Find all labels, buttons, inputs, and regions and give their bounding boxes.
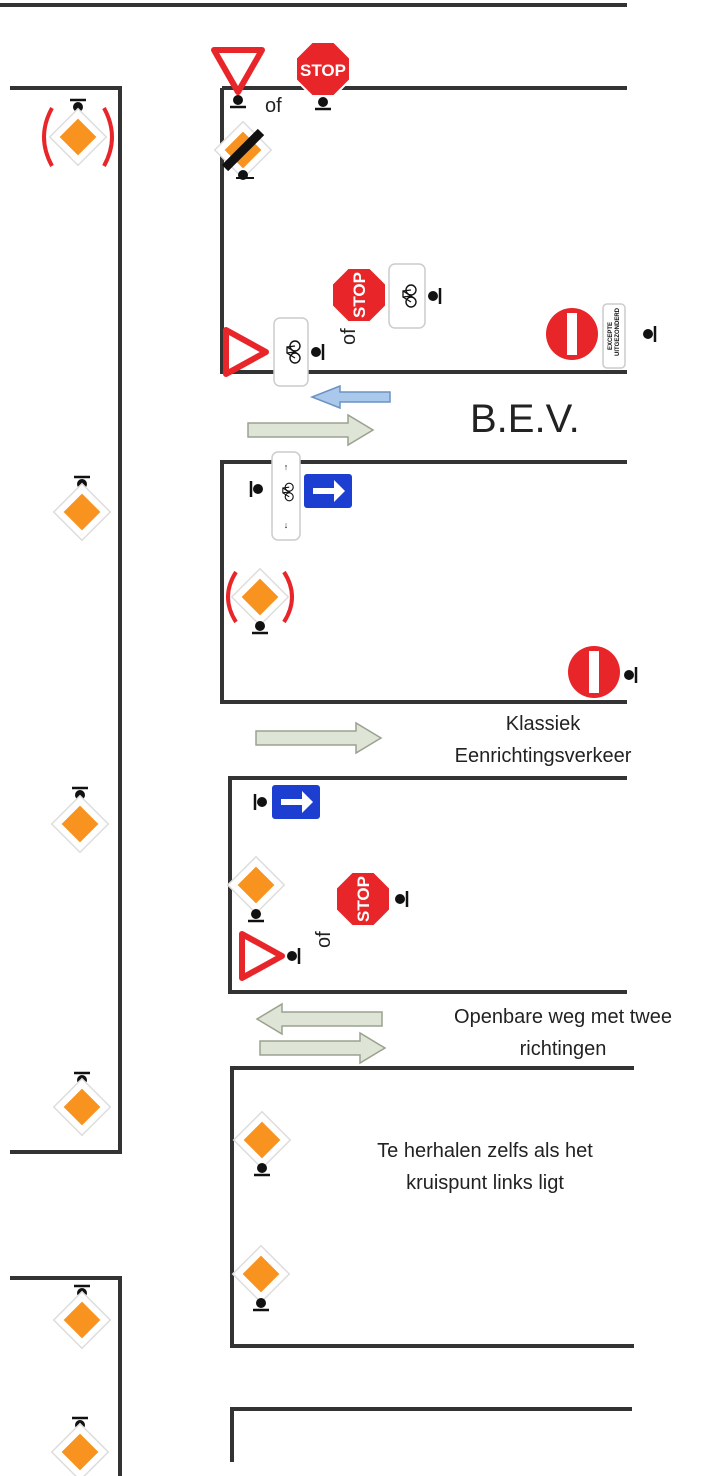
priority-road-sign-two-way-2	[231, 1244, 291, 1312]
no-entry-sign-classic	[568, 646, 638, 698]
stop-sign-bev-text: STOP	[350, 272, 369, 318]
bicycle-subplate-one-way: ↑ ↓	[249, 451, 301, 541]
svg-text:↑: ↑	[284, 462, 289, 472]
stop-sign-top-text: STOP	[300, 61, 346, 80]
classic-label-line2: Eenrichtingsverkeer	[455, 745, 632, 767]
or-label-top: of	[265, 95, 282, 117]
flow-arrow-two-way-left	[256, 1003, 383, 1035]
one-way-sign-classic	[253, 783, 322, 821]
priority-road-sign-left-5	[50, 1416, 110, 1476]
two-way-label-line1: Openbare weg met twee	[454, 1006, 672, 1028]
give-way-sign-classic	[239, 931, 301, 981]
svg-text:↓: ↓	[284, 520, 289, 530]
stop-sign-bev: STOP	[331, 267, 387, 323]
priority-road-sign-left-2	[50, 786, 110, 854]
stop-sign-top: STOP	[295, 41, 351, 111]
give-way-sign-top	[211, 47, 265, 109]
flow-arrow-classic	[255, 722, 382, 754]
repeat-label-line2: kruispunt links ligt	[406, 1172, 564, 1194]
classic-label-line1: Klassiek	[506, 713, 581, 735]
flow-arrow-bev	[247, 414, 374, 446]
priority-road-sign-classic	[226, 855, 286, 923]
priority-road-sign-two-way-1	[232, 1110, 292, 1177]
excepte-label: EXCEPTE	[608, 322, 614, 350]
one-way-sign-bev	[302, 472, 354, 510]
contraflow-bicycle-arrow	[309, 384, 391, 410]
end-of-priority-road-sign	[213, 120, 273, 180]
priority-road-sign-left-4	[52, 1284, 112, 1350]
two-way-label-line2: richtingen	[520, 1038, 607, 1060]
bev-label: B.E.V.	[470, 397, 580, 441]
flow-arrow-two-way-right	[259, 1032, 386, 1064]
priority-road-sign-top-left	[42, 98, 114, 167]
priority-road-sign-left-3	[52, 1071, 112, 1137]
or-label-bev: of	[338, 328, 360, 345]
stop-sign-classic: STOP	[335, 871, 409, 927]
stop-sign-classic-text: STOP	[354, 876, 373, 922]
repeat-label-line1: Te herhalen zelfs als het	[377, 1140, 593, 1162]
priority-road-sign-left-1	[52, 475, 112, 542]
no-entry-sign-bev: EXCEPTE UITGEZONDERD	[546, 303, 657, 369]
priority-road-sign-bev	[226, 567, 294, 635]
give-way-sign-bev	[223, 327, 269, 377]
or-label-classic: of	[313, 931, 335, 948]
bicycle-subplate-give-way	[273, 317, 325, 387]
uitgezonderd-label: UITGEZONDERD	[615, 307, 621, 356]
bicycle-subplate-stop	[388, 263, 442, 329]
